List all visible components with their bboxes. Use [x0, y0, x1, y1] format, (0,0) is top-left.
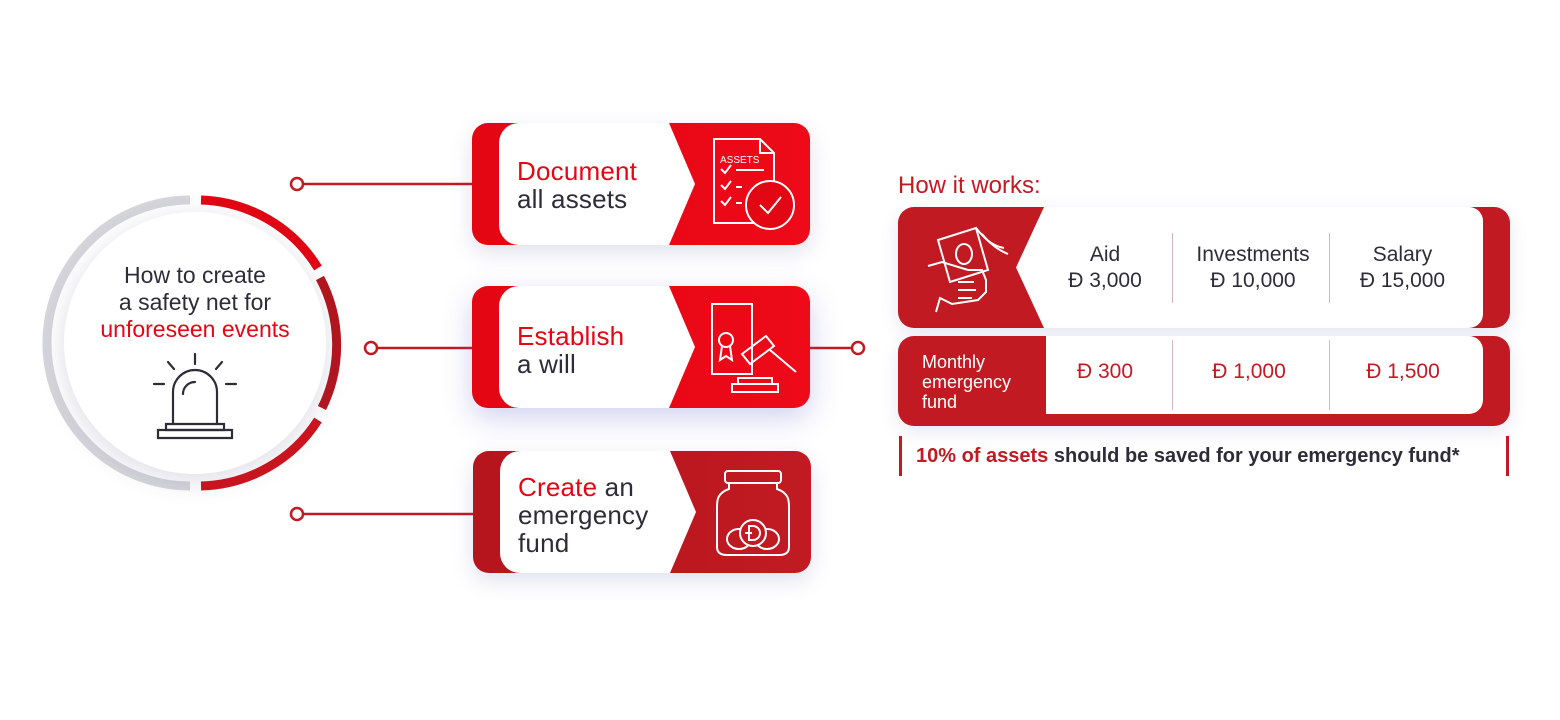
- hub-title-line-3: unforeseen events: [100, 316, 290, 342]
- column-amount: Đ 10,000: [1210, 269, 1296, 292]
- card-label-panel: [499, 286, 695, 408]
- hub-title-line-2: a safety net for: [118, 289, 272, 315]
- step-label-line-2: emergency: [518, 500, 649, 530]
- column-separator: [1172, 233, 1173, 303]
- fund-label-line-1: Monthly: [922, 352, 986, 372]
- column-label: Salary: [1372, 243, 1433, 266]
- note-bar-right: [1506, 436, 1509, 476]
- income-column-aid: Aid Đ 3,000: [1040, 242, 1170, 294]
- assets-checklist-icon: ASSETS: [713, 138, 795, 230]
- step-card-create-emergency-fund: Create an emergency fund: [473, 451, 811, 573]
- hub-title-line-1: How to create: [124, 262, 266, 288]
- fund-label-line-2: emergency: [922, 372, 1012, 392]
- step-card-establish-will: Establish a will: [472, 286, 810, 408]
- coin-jar-icon: [716, 470, 790, 556]
- fund-value-aid: Đ 300: [1076, 360, 1134, 383]
- fund-panel-inner: [1046, 336, 1483, 414]
- step-label-line-3: fund: [518, 528, 570, 558]
- fund-value-salary: Đ 1,500: [1366, 360, 1440, 383]
- column-label: Investments: [1196, 243, 1310, 266]
- step-label-accent: Create: [518, 472, 598, 502]
- fund-label-line-3: fund: [922, 392, 958, 412]
- savings-note: 10% of assets should be saved for your e…: [916, 445, 1460, 468]
- step-label-accent: Establish: [517, 321, 625, 351]
- income-panel: [898, 207, 1510, 328]
- step-label: Create an emergency fund: [518, 473, 648, 557]
- alarm-light-icon: [152, 352, 238, 440]
- step-label-accent: Document: [517, 156, 638, 186]
- fund-panel: [898, 336, 1510, 426]
- income-column-investments: Investments Đ 10,000: [1178, 242, 1328, 294]
- card-label-panel: [500, 451, 696, 573]
- how-it-works-heading: How it works:: [898, 172, 1041, 199]
- note-bar-left: [899, 436, 902, 476]
- step-label-rest: all assets: [517, 184, 628, 214]
- assets-icon-text: ASSETS: [720, 155, 760, 166]
- column-amount: Đ 15,000: [1359, 269, 1446, 292]
- fund-value-investments: Đ 1,000: [1212, 360, 1286, 383]
- income-panel-inner: [1016, 207, 1483, 328]
- hand-money-icon: [927, 226, 1009, 313]
- column-separator: [1172, 340, 1173, 410]
- step-label: Document all assets: [517, 157, 637, 213]
- column-amount: Đ 3,000: [1068, 269, 1142, 292]
- hub-title: How to create a safety net for unforesee…: [64, 262, 326, 343]
- card-label-panel: [499, 123, 695, 245]
- step-card-document-assets: Document all assets ASSETS: [472, 123, 810, 245]
- monthly-fund-label: Monthly emergency fund: [922, 352, 1011, 412]
- step-label: Establish a will: [517, 322, 624, 378]
- step-label-rest-inline: an: [597, 472, 634, 502]
- step-label-rest: a will: [517, 349, 576, 379]
- income-column-salary: Salary Đ 15,000: [1335, 242, 1470, 294]
- column-separator: [1329, 233, 1330, 303]
- column-label: Aid: [1089, 243, 1121, 266]
- note-accent: 10% of assets: [916, 445, 1049, 467]
- note-rest: should be saved for your emergency fund*: [1048, 445, 1460, 467]
- column-separator: [1329, 340, 1330, 410]
- will-gavel-icon: [711, 303, 797, 393]
